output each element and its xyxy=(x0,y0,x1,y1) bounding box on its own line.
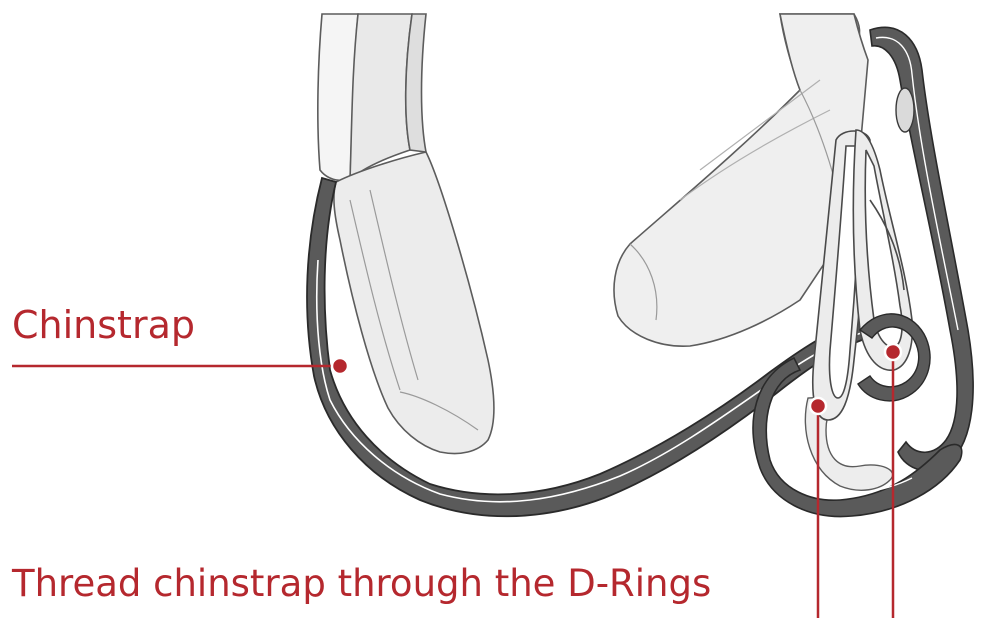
chinstrap-label: Chinstrap xyxy=(12,306,195,344)
left-helmet-pad xyxy=(318,14,494,454)
chinstrap-callout xyxy=(12,358,348,374)
thread-instruction-label: Thread chinstrap through the D-Rings xyxy=(12,565,711,602)
